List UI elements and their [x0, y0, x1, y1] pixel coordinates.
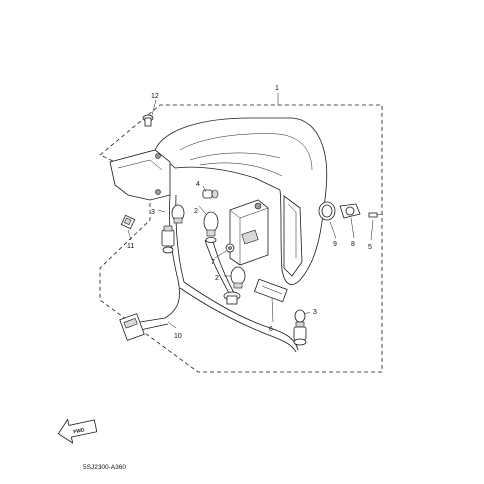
- tail-light-housing: [109, 117, 328, 285]
- callout-6: 6: [269, 326, 273, 333]
- screw: [368, 212, 384, 218]
- callout-3-right: 3: [313, 309, 317, 316]
- harness-connector: [119, 313, 145, 341]
- bulb-upper: [203, 211, 219, 243]
- license-light-box: [229, 199, 269, 266]
- callout-11: 11: [127, 243, 134, 250]
- fwd-label: FWD: [73, 427, 86, 435]
- socket-right: [293, 309, 307, 346]
- gasket-ring: [318, 201, 336, 221]
- callout-7: 7: [211, 259, 215, 266]
- callout-10: 10: [174, 333, 182, 340]
- bulb-lower: [223, 266, 246, 305]
- rivet: [142, 114, 154, 127]
- bulb-upper-left: [171, 204, 185, 224]
- callout-5: 5: [368, 244, 372, 251]
- wire-clip: [120, 214, 136, 230]
- lens-plate: [253, 278, 288, 303]
- socket-left: [161, 225, 175, 254]
- grommet: [225, 243, 235, 253]
- callout-2-lower: 2: [215, 275, 219, 282]
- callout-4: 4: [196, 181, 200, 188]
- callout-9: 9: [333, 241, 337, 248]
- small-bulb: [202, 189, 219, 199]
- drawing-code: 5SJ2300-A360: [83, 464, 126, 471]
- fwd-arrow: FWD: [57, 418, 98, 444]
- callout-3-left: 3: [151, 209, 155, 216]
- wiring-harness: [139, 194, 299, 353]
- callout-2-upper: 2: [194, 208, 198, 215]
- callout-1: 1: [275, 85, 279, 92]
- callout-8: 8: [351, 241, 355, 248]
- callout-12: 12: [151, 93, 159, 100]
- leader-lines: [127, 93, 374, 329]
- lamp-holder: [339, 203, 361, 219]
